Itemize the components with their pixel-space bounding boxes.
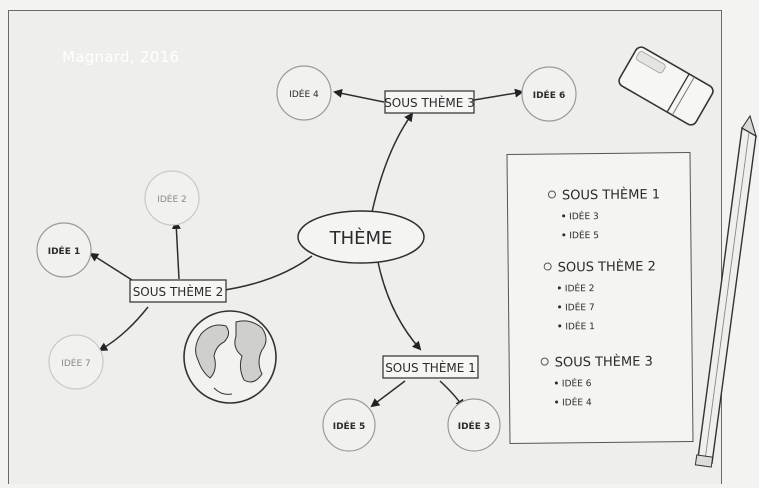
idea-2-node: IDÉE 2	[144, 170, 200, 226]
idea-7-label: IDÉE 7	[61, 357, 91, 369]
outline-section-2: SOUS THÈME 2 IDÉE 2 IDÉE 7 IDÉE 1	[543, 259, 657, 332]
theme-ellipse	[297, 210, 425, 264]
globe-illustration	[183, 310, 277, 404]
subtheme-1-node: SOUS THÈME 1	[382, 355, 479, 379]
link-theme-subtheme2	[216, 255, 313, 295]
link-subtheme3-idea6	[473, 88, 524, 101]
link-theme-subtheme3	[371, 112, 414, 213]
circle-bullet-icon	[547, 189, 556, 199]
bullet-icon	[558, 305, 562, 309]
outline-section-1-title: SOUS THÈME 1	[547, 187, 660, 203]
idea-4-label: IDÉE 4	[289, 88, 319, 100]
idea-6-node: IDÉE 6	[521, 66, 577, 122]
eraser-illustration	[618, 46, 714, 126]
link-subtheme3-idea4	[333, 88, 385, 103]
link-subtheme2-idea2	[171, 220, 181, 280]
image-credit: Magnard, 2016	[62, 48, 180, 66]
list-item: IDÉE 5	[562, 230, 660, 241]
idea-1-node: IDÉE 1	[36, 222, 92, 278]
outline-section-2-title: SOUS THÈME 2	[543, 259, 656, 275]
idea-5-node: IDÉE 5	[322, 398, 376, 452]
subtheme-2-label: SOUS THÈME 2	[133, 284, 224, 299]
subtheme-2-node: SOUS THÈME 2	[129, 279, 227, 303]
list-item: IDÉE 6	[554, 378, 653, 389]
bullet-icon	[562, 214, 566, 218]
list-item: IDÉE 7	[558, 302, 656, 313]
subtheme-3-label: SOUS THÈME 3	[384, 95, 475, 110]
subtheme-3-node: SOUS THÈME 3	[384, 90, 475, 114]
list-item: IDÉE 3	[562, 211, 660, 222]
subtheme-1-label: SOUS THÈME 1	[385, 360, 476, 375]
link-subtheme1-idea5	[370, 380, 406, 408]
pencil-illustration	[694, 114, 757, 468]
list-item: IDÉE 1	[558, 321, 656, 332]
list-item: IDÉE 2	[557, 283, 656, 294]
idea-5-label: IDÉE 5	[333, 420, 366, 432]
outline-card: SOUS THÈME 1 IDÉE 3 IDÉE 5 SOUS THÈME 2 …	[506, 152, 694, 444]
link-theme-subtheme1	[377, 261, 422, 351]
idea-6-label: IDÉE 6	[533, 89, 566, 101]
idea-3-label: IDÉE 3	[458, 420, 491, 432]
bullet-icon	[558, 324, 562, 328]
bullet-icon	[562, 233, 566, 237]
idea-2-label: IDÉE 2	[157, 193, 187, 205]
idea-4-node: IDÉE 4	[276, 65, 332, 121]
circle-bullet-icon	[543, 262, 552, 271]
bullet-icon	[555, 400, 559, 404]
idea-1-label: IDÉE 1	[48, 245, 81, 257]
idea-3-node: IDÉE 3	[447, 398, 501, 452]
circle-bullet-icon	[540, 357, 549, 366]
bullet-icon	[554, 381, 558, 385]
outline-section-3-title: SOUS THÈME 3	[540, 354, 653, 370]
list-item: IDÉE 4	[555, 397, 653, 408]
outline-section-3: SOUS THÈME 3 IDÉE 6 IDÉE 4	[540, 354, 654, 408]
bullet-icon	[557, 286, 561, 290]
theme-label: THÈME	[329, 227, 393, 249]
idea-7-node: IDÉE 7	[48, 334, 104, 390]
link-subtheme2-idea7	[98, 306, 149, 351]
link-subtheme2-idea1	[89, 252, 133, 281]
outline-section-1: SOUS THÈME 1 IDÉE 3 IDÉE 5	[547, 187, 661, 241]
